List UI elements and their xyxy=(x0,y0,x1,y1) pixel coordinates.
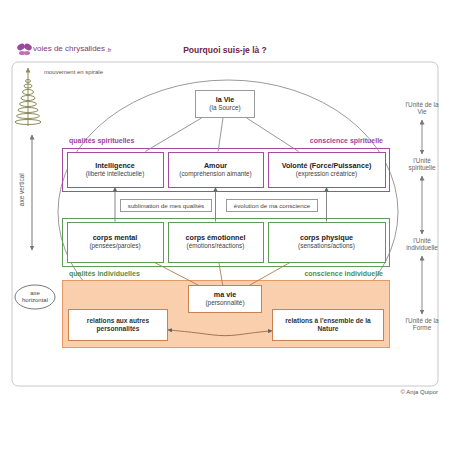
node-heading: Volonté (Force/Puissance) xyxy=(282,162,372,170)
unity-label: l'Unité de la Forme xyxy=(402,317,442,332)
node-heading: qualités spirituelles xyxy=(69,137,134,145)
body-box: corps mental(pensées/paroles) xyxy=(67,222,164,263)
connector-line xyxy=(215,188,216,222)
node-subtext: (pensées/paroles) xyxy=(89,242,140,249)
node-heading: la Vie xyxy=(216,96,235,104)
node-heading: axe horizontal xyxy=(18,290,52,304)
node-subtext: conscience spirituelle xyxy=(310,137,383,145)
connector-line xyxy=(115,188,116,222)
node-heading: qualités individuelles xyxy=(69,270,140,278)
node-heading: évolution de ma conscience xyxy=(234,202,310,209)
relation-box: relations aux autres personnalités xyxy=(68,309,168,341)
connector-line xyxy=(326,188,327,222)
butterfly-wing xyxy=(23,42,33,51)
spiral-label: mouvement en spirale xyxy=(44,69,103,76)
quality-box: Intelligence(liberté intellectuelle) xyxy=(67,152,164,188)
site-name: voies de chrysalides xyxy=(33,44,105,53)
unity-arrow xyxy=(422,176,423,234)
unity-arrow xyxy=(422,120,423,154)
node-heading: corps physique xyxy=(300,234,353,242)
process-box: sublimation de mes qualités xyxy=(120,199,212,212)
node-subtext: (personnalité) xyxy=(205,299,244,306)
body-box: corps physique(sensations/actions) xyxy=(268,222,386,263)
node-heading: Intelligence xyxy=(95,162,135,170)
axis-label: axe vertical xyxy=(18,150,25,230)
body-box: corps émotionnel(émotions/réactions) xyxy=(168,222,264,263)
individual-band: qualités individuellesconscience individ… xyxy=(62,218,390,267)
unity-label: l'Unité de la Vie xyxy=(402,101,442,116)
spiritual-band: qualités spirituellesconscience spiritue… xyxy=(62,148,390,192)
connector-line xyxy=(218,118,223,152)
node-subtext: conscience individuelle xyxy=(304,270,383,278)
node-subtext: (la Source) xyxy=(209,104,240,111)
unity-arrow xyxy=(422,256,423,314)
outer-frame xyxy=(12,62,438,386)
spiral-axis-arrow xyxy=(28,68,29,126)
copyright-note: © Anja Quipor xyxy=(330,389,438,396)
node-subtext: (sensations/actions) xyxy=(298,242,355,249)
vertical-axis-arrow xyxy=(32,135,33,250)
node-heading: ma vie xyxy=(214,291,236,299)
node-heading: relations à l'ensemble de la Nature xyxy=(273,317,383,332)
quality-box: Volonté (Force/Puissance)(expression cré… xyxy=(268,152,386,188)
node-subtext: (expression créatrice) xyxy=(296,170,357,177)
node-heading: sublimation de mes qualités xyxy=(128,202,204,209)
node-heading: corps mental xyxy=(93,234,138,242)
site-suffix: .fr xyxy=(106,47,111,54)
life-box: ma vie(personnalité) xyxy=(188,285,262,313)
node-subtext: (compréhension aimante) xyxy=(179,170,251,177)
process-box: évolution de ma conscience xyxy=(226,199,318,212)
unity-label: l'Unité individuelle xyxy=(402,237,442,252)
node-heading: relations aux autres personnalités xyxy=(69,317,167,332)
node-heading: corps émotionnel xyxy=(186,234,246,242)
butterfly-wing xyxy=(24,51,30,55)
oval-outline xyxy=(15,285,55,309)
connector-line xyxy=(145,118,201,152)
axis-oval: axe horizontal xyxy=(14,284,56,310)
quality-box: Amour(compréhension aimante) xyxy=(168,152,264,188)
node-subtext: (liberté intellectuelle) xyxy=(86,170,145,177)
unity-label: l'Unité spirituelle xyxy=(402,157,442,172)
relation-box: relations à l'ensemble de la Nature xyxy=(272,309,384,341)
form-band: ma vie(personnalité) relations aux autres… xyxy=(62,280,390,348)
source-box: la Vie(la Source) xyxy=(195,90,255,118)
connector-line xyxy=(247,118,299,152)
node-heading: Amour xyxy=(204,162,227,170)
node-subtext: (émotions/réactions) xyxy=(187,242,245,249)
